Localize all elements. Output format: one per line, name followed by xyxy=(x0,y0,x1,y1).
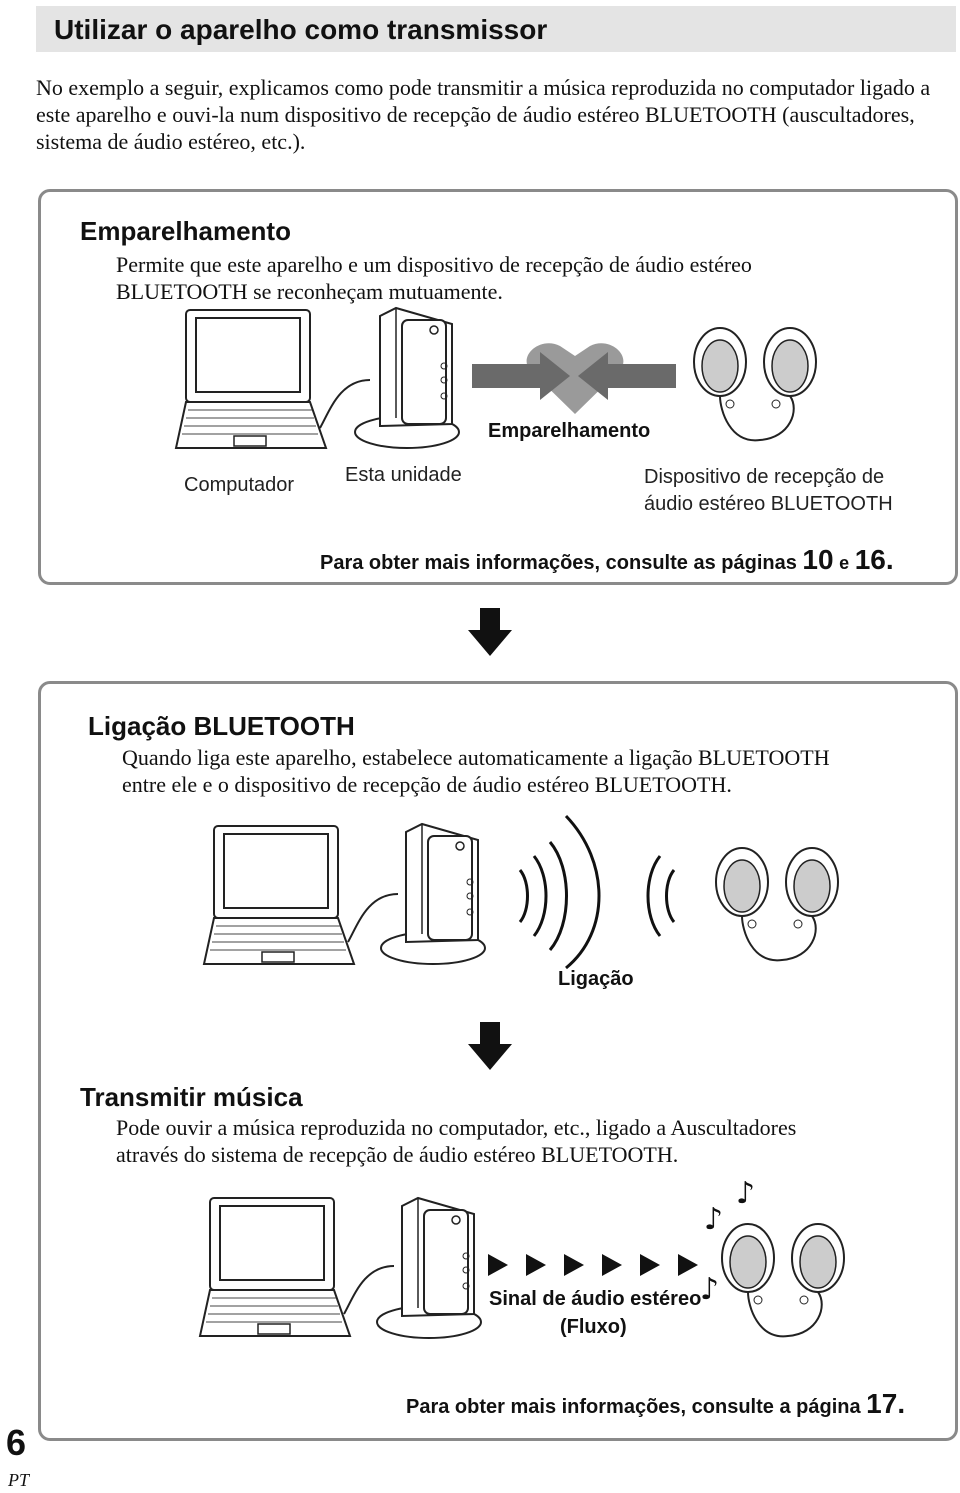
music-note-icon: ♪ xyxy=(700,1272,720,1307)
pairing-label: Emparelhamento xyxy=(488,420,651,442)
usb-cable xyxy=(319,379,371,429)
computer-label: Computador xyxy=(184,474,295,496)
pairing-heart-arrows xyxy=(472,343,676,414)
page-ref-10: 10 xyxy=(802,544,834,575)
transmitter-unit-illustration-3 xyxy=(376,1196,482,1339)
more-info-text-2: Para obter mais informações, consulte a … xyxy=(406,1396,861,1418)
laptop-illustration-2 xyxy=(202,825,356,965)
receiver-label-line2: áudio estéreo BLUETOOTH xyxy=(644,493,893,515)
music-note-icon: ♪ xyxy=(736,1176,756,1211)
transmit-heading: Transmitir música xyxy=(80,1082,303,1112)
pairing-description-line1: Permite que este aparelho e um dispositi… xyxy=(116,252,752,277)
music-note-icon: ♪ xyxy=(704,1202,724,1237)
transmitter-unit-illustration xyxy=(354,306,460,449)
usb-cable-3 xyxy=(343,1265,395,1315)
pairing-more-info: Para obter mais informações, consulte as… xyxy=(320,544,894,575)
pairing-heading: Emparelhamento xyxy=(80,216,291,246)
receiver-label-line1: Dispositivo de recepção de xyxy=(644,466,885,488)
down-arrow-icon xyxy=(468,608,512,656)
connection-description-line2: entre ele e o dispositivo de recepção de… xyxy=(122,772,732,797)
page-title-bar: Utilizar o aparelho como transmissor xyxy=(36,6,956,52)
connection-description-line1: Quando liga este aparelho, estabelece au… xyxy=(122,745,830,770)
transmit-description-line1: Pode ouvir a música reproduzida no compu… xyxy=(116,1115,797,1140)
stream-arrows-icon xyxy=(488,1254,698,1276)
unit-label: Esta unidade xyxy=(345,464,462,486)
headphones-illustration-3 xyxy=(721,1223,845,1338)
down-arrow-icon-2 xyxy=(468,1022,512,1070)
transmit-description-line2: através do sistema de recepção de áudio … xyxy=(116,1142,679,1167)
signal-label-line1: Sinal de áudio estéreo xyxy=(489,1288,702,1310)
pairing-description-line2: BLUETOOTH se reconheçam mutuamente. xyxy=(116,279,503,304)
laptop-illustration xyxy=(174,309,328,449)
intro-paragraph: No exemplo a seguir, explicamos como pod… xyxy=(36,75,931,154)
headphones-illustration xyxy=(693,327,817,442)
more-info-text: Para obter mais informações, consulte as… xyxy=(320,552,797,574)
connection-heading: Ligação BLUETOOTH xyxy=(88,711,355,741)
laptop-illustration-3 xyxy=(198,1197,352,1337)
connection-label: Ligação xyxy=(558,968,634,990)
page-number: 6 xyxy=(6,1422,27,1463)
usb-cable-2 xyxy=(347,893,399,943)
more-info-and: e xyxy=(839,553,850,573)
page-language: PT xyxy=(8,1470,30,1490)
wireless-waves-icon xyxy=(518,814,676,970)
page-ref-17: 17 xyxy=(866,1388,898,1419)
transmit-more-info: Para obter mais informações, consulte a … xyxy=(406,1388,906,1419)
transmitter-unit-illustration-2 xyxy=(380,822,486,965)
page-title: Utilizar o aparelho como transmissor xyxy=(54,14,548,45)
signal-label-line2: (Fluxo) xyxy=(560,1316,627,1338)
connection-panel xyxy=(38,681,958,1441)
headphones-illustration-2 xyxy=(715,847,839,962)
page-ref-16: 16 xyxy=(854,544,886,575)
